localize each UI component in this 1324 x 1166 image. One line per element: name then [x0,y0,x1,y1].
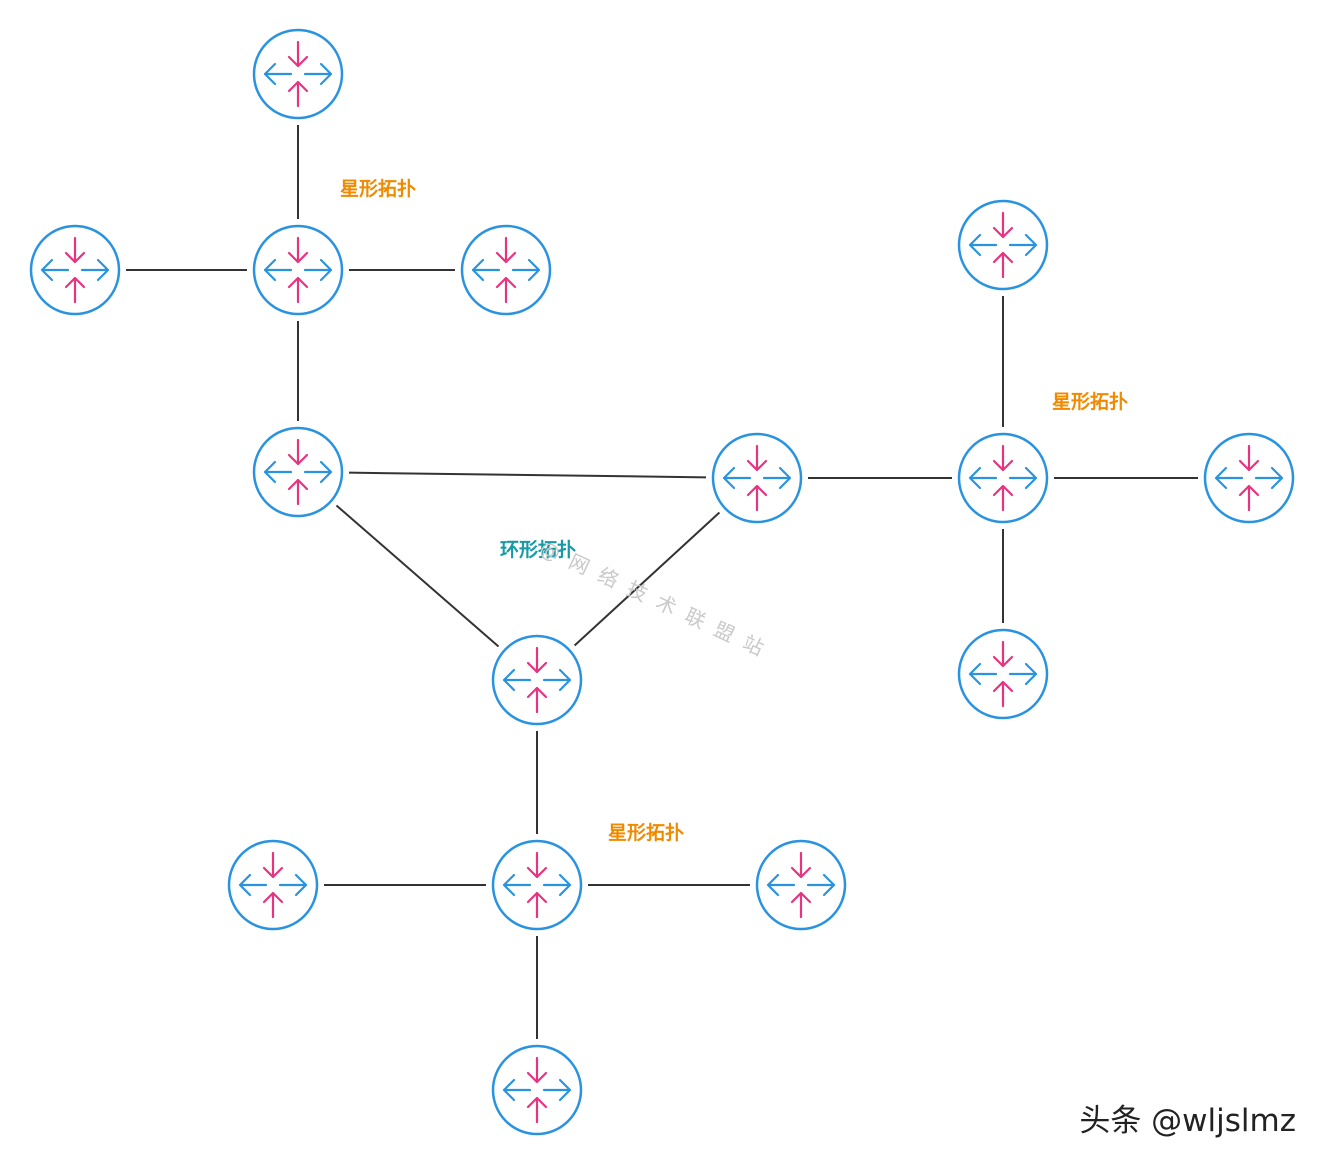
ring-topology-label: 环形拓扑 [500,539,577,561]
link-line [573,511,721,647]
router-icon [755,839,847,931]
links-layer [126,125,1198,1039]
router-icon [252,224,344,316]
footer-credit: 头条 @wljslmz [1079,1103,1296,1139]
link-line [348,471,707,479]
star-topology-label-bottom: 星形拓扑 [608,822,685,844]
router-icon [1203,432,1295,524]
router-icon [252,28,344,120]
router-icon [491,634,583,726]
router-icon [711,432,803,524]
router-icon [491,839,583,931]
router-icon [491,1044,583,1136]
star-topology-label-top: 星形拓扑 [340,178,417,200]
star-topology-label-right: 星形拓扑 [1052,391,1129,413]
router-icon [957,628,1049,720]
router-icon [227,839,319,931]
router-icon [957,432,1049,524]
router-icon [460,224,552,316]
routers-layer [29,28,1295,1136]
router-icon [252,426,344,518]
router-icon [957,199,1049,291]
link-line [335,504,500,648]
router-icon [29,224,121,316]
